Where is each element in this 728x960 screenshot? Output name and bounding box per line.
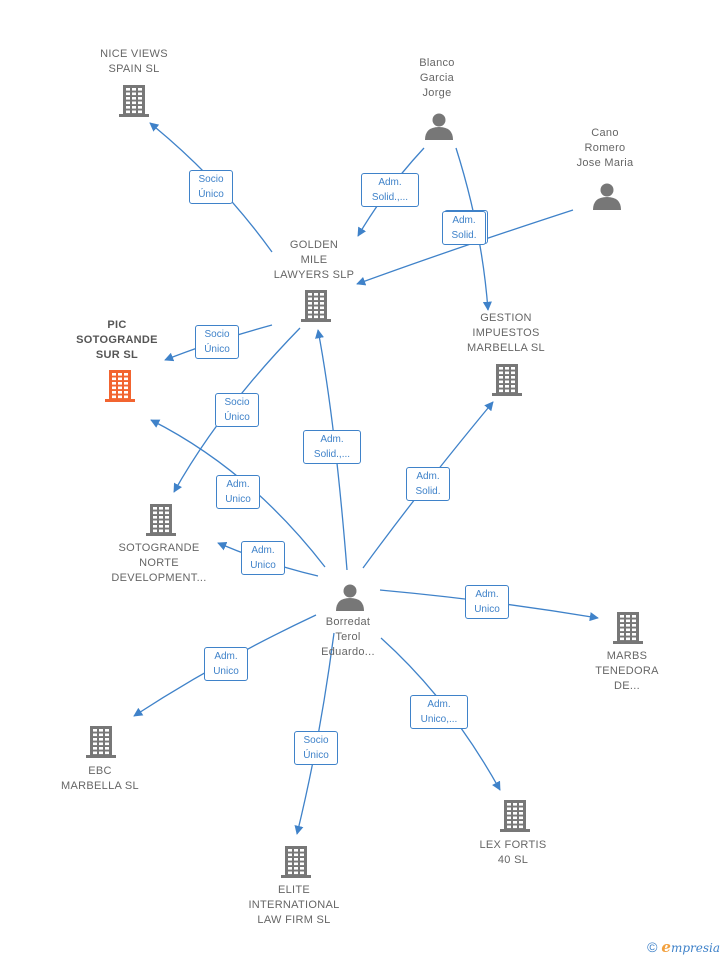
node-label-pic-sotogrande[interactable]: PIC SOTOGRANDE SUR SL (76, 319, 158, 361)
node-label-blanco[interactable]: Blanco Garcia Jorge (419, 57, 455, 99)
node-label-nice-views[interactable]: NICE VIEWS SPAIN SL (100, 48, 168, 75)
building-icon-marbs[interactable] (613, 612, 643, 644)
node-label-lex-fortis[interactable]: LEX FORTIS 40 SL (479, 839, 547, 866)
edge-label-borredat-to-marbs[interactable]: Adm. Unico (465, 585, 509, 619)
node-label-sotogrande-norte[interactable]: SOTOGRANDE NORTE DEVELOPMENT... (111, 542, 207, 584)
node-label-ebc[interactable]: EBC MARBELLA SL (61, 765, 139, 792)
building-icon-nice-views[interactable] (119, 85, 149, 117)
edge-label-borredat-to-lex_fortis[interactable]: Adm. Unico,... (410, 695, 468, 729)
edge-label-borredat-to-elite[interactable]: Socio Único (294, 731, 338, 765)
node-label-gestion[interactable]: GESTION IMPUESTOS MARBELLA SL (467, 312, 545, 354)
edge-cano-to-golden_mile (356, 209, 574, 286)
person-icon-borredat[interactable] (336, 584, 364, 612)
copyright-footer: © empresia (647, 938, 720, 956)
edge-label-golden_mile-to-pic_sotogrande[interactable]: Socio Único (195, 325, 239, 359)
node-label-marbs[interactable]: MARBS TENEDORA DE... (595, 650, 659, 692)
person-icon-blanco[interactable] (425, 113, 453, 141)
edge-label-golden_mile-to-nice_views[interactable]: Socio Único (189, 170, 233, 204)
node-label-cano[interactable]: Cano Romero Jose Maria (576, 127, 634, 169)
building-icon-ebc[interactable] (86, 726, 116, 758)
building-icon-golden-mile[interactable] (301, 290, 331, 322)
person-icon-cano[interactable] (593, 183, 621, 211)
building-icon-sotogrande-norte[interactable] (146, 504, 176, 536)
edge-label-cano-to-golden_mile[interactable]: Adm. Solid. (442, 211, 486, 245)
building-icon-gestion[interactable] (492, 364, 522, 396)
copyright-icon: © (647, 939, 658, 955)
empresia-logo[interactable]: empresia (661, 938, 720, 956)
node-label-borredat[interactable]: Borredat Terol Eduardo... (321, 616, 375, 658)
edge-label-borredat-to-gestion[interactable]: Adm. Solid. (406, 467, 450, 501)
edge-label-borredat-to-pic_sotogrande[interactable]: Adm. Unico (216, 475, 260, 509)
building-icon-elite[interactable] (281, 846, 311, 878)
edge-label-borredat-to-golden_mile[interactable]: Adm. Solid.,... (303, 430, 361, 464)
building-icon-lex-fortis[interactable] (500, 800, 530, 832)
edge-label-blanco-to-golden_mile[interactable]: Adm. Solid.,... (361, 173, 419, 207)
node-label-elite[interactable]: ELITE INTERNATIONAL LAW FIRM SL (248, 884, 340, 926)
edge-label-borredat-to-ebc[interactable]: Adm. Unico (204, 647, 248, 681)
building-icon-pic-sotogrande[interactable] (105, 370, 135, 402)
edge-label-golden_mile-to-sotogrande_norte[interactable]: Socio Único (215, 393, 259, 427)
node-label-golden-mile[interactable]: GOLDEN MILE LAWYERS SLP (273, 239, 355, 281)
edge-label-borredat-to-sotogrande_norte[interactable]: Adm. Unico (241, 541, 285, 575)
